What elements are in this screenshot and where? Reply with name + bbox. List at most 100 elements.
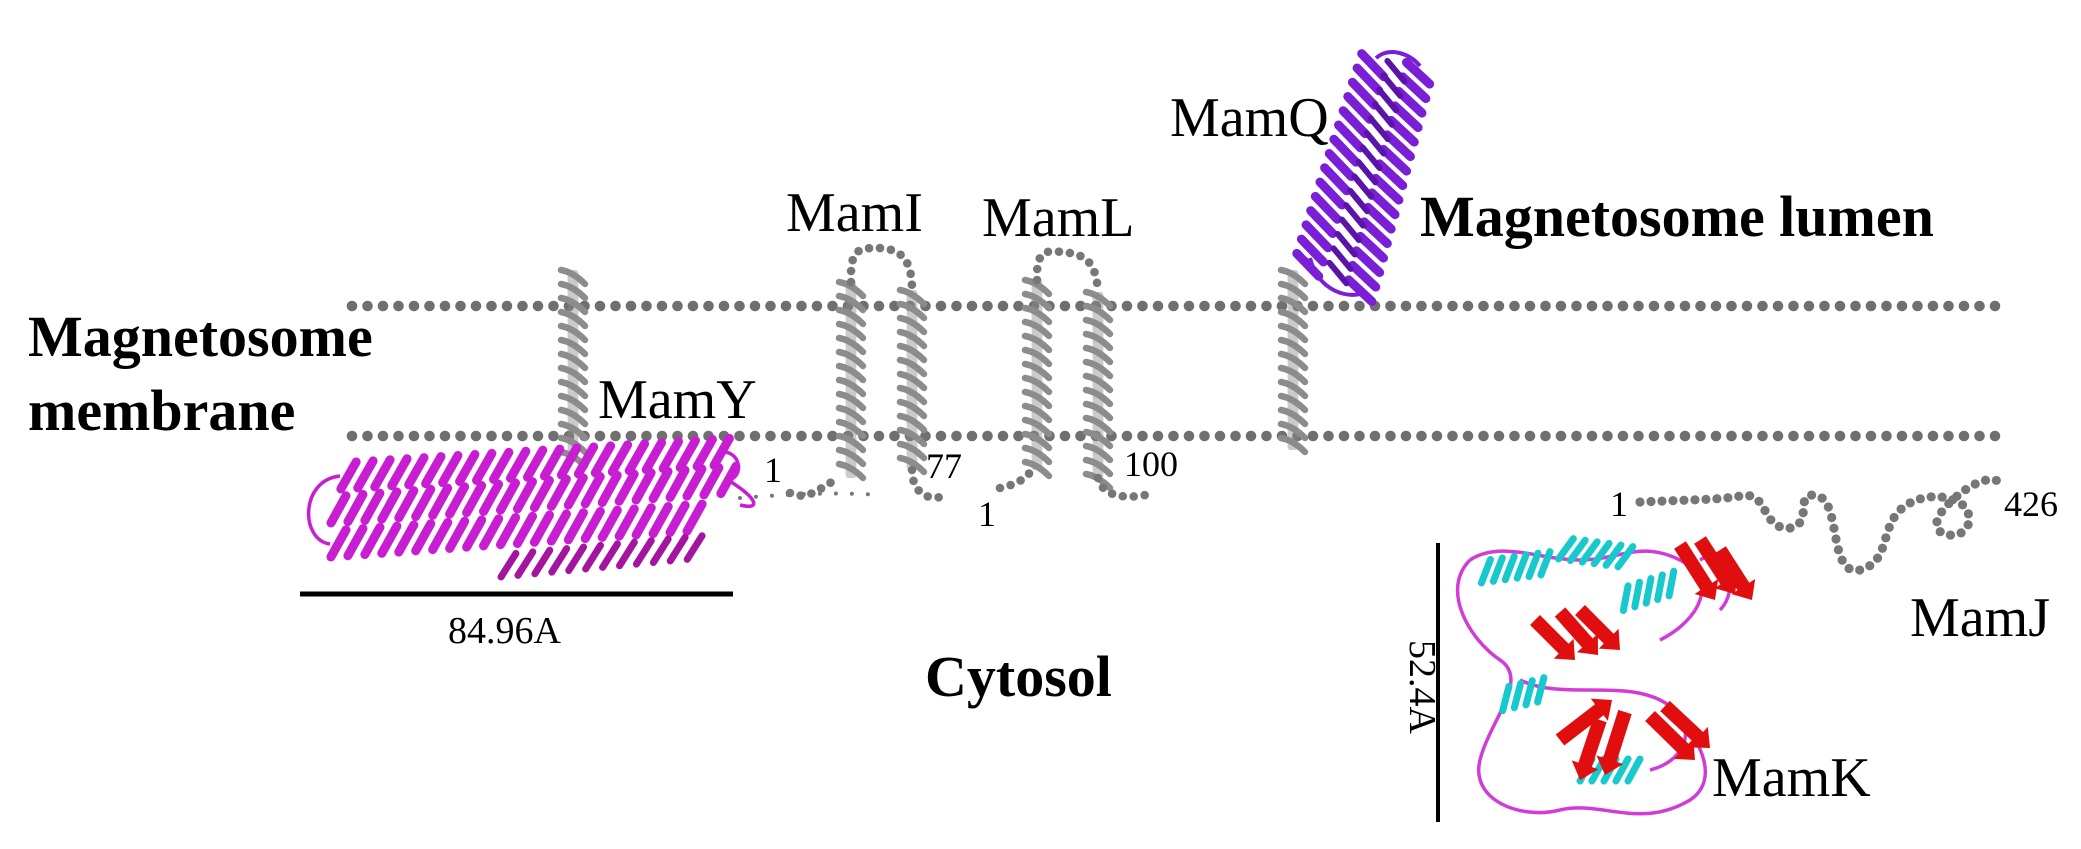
membrane-dot-upper: [765, 300, 776, 312]
membrane-dot-lower: [1695, 430, 1706, 442]
membrane-dot-upper: [1261, 300, 1272, 312]
mamj-residue: [1872, 553, 1883, 563]
mamj-residue: [1932, 517, 1942, 527]
mamy-tm-helix-turn: [557, 336, 589, 358]
mamj-residue: [1712, 494, 1722, 504]
mamy-helix: [343, 524, 368, 561]
mamj-residue: [1991, 475, 2001, 486]
membrane-dot-lower: [486, 430, 497, 442]
membrane-dot-lower: [1385, 430, 1396, 442]
membrane-dot-lower: [1137, 430, 1148, 442]
membrane-dot-upper: [1633, 300, 1644, 312]
membrane-label-line1: Magnetosome: [28, 304, 373, 369]
membrane-dot-upper: [1648, 300, 1660, 312]
membrane-dot-upper: [377, 300, 389, 312]
mamk-beta-strand: [1530, 615, 1575, 660]
mamk-helix: [1537, 548, 1554, 579]
mamy-helix: [421, 452, 446, 489]
mamj-residue: [1937, 492, 1947, 502]
maml-lumen-loop: [1084, 258, 1094, 267]
mamj-residue: [1679, 495, 1689, 505]
mamy-helix: [455, 449, 480, 486]
membrane-dot-lower: [966, 430, 978, 442]
mamj-residue: [1937, 507, 1947, 517]
membrane-dot-upper: [966, 300, 978, 312]
mamy-helix: [336, 457, 361, 494]
mamy-helix: [343, 489, 368, 527]
membrane-dot-upper: [1850, 300, 1861, 312]
mamk-helix: [1631, 578, 1644, 611]
mamy-tm-helix-turn: [557, 308, 589, 330]
mamy-helix: [631, 468, 656, 505]
membrane-dot-upper: [873, 300, 885, 312]
membrane-dot-upper: [1803, 300, 1815, 312]
mamq-helix: [1367, 115, 1391, 143]
mamj-residue: [1926, 492, 1936, 502]
mami-lumen-loop: [848, 255, 857, 265]
mamj-residue: [1823, 502, 1833, 512]
membrane-dot-lower: [1633, 430, 1644, 442]
membrane-dot-upper: [1834, 300, 1846, 312]
membrane-dot-upper: [424, 300, 435, 312]
mamj-residue: [1745, 491, 1755, 501]
mamq-helix: [1363, 130, 1387, 157]
mamj-residue: [1855, 565, 1865, 575]
membrane-dot-lower: [1772, 430, 1784, 442]
maml-helix1-turn: [1021, 290, 1053, 312]
mamy-tm-helix-turn: [557, 294, 589, 316]
membrane-dot-upper: [1447, 300, 1458, 312]
mamy-helix: [529, 475, 554, 513]
membrane-dot-lower: [1121, 430, 1133, 442]
mamj-chain: [1635, 475, 2001, 575]
membrane-dot-lower: [1183, 430, 1195, 442]
membrane-dot-upper: [610, 300, 621, 312]
scale-bars: [300, 543, 1440, 822]
membrane-dot-lower: [780, 430, 792, 442]
mamk-loop: [1469, 549, 1704, 642]
mamj-residue: [1970, 479, 1980, 489]
membrane-dot-upper: [346, 300, 358, 312]
mamy-helix: [580, 472, 605, 509]
maml-lumen-loop: [1032, 275, 1042, 285]
membrane-dot-upper: [1726, 300, 1737, 312]
maml-helix1-turn: [1021, 374, 1053, 396]
membrane-dot-upper: [1416, 300, 1427, 312]
membrane-dot-lower: [1168, 430, 1179, 442]
mamq-helix: [1359, 217, 1392, 249]
maml-lumen-loop: [1092, 278, 1102, 288]
mamj-residue: [1798, 508, 1808, 518]
membrane-dot-lower: [1865, 430, 1877, 442]
membrane-dot-upper: [439, 300, 451, 312]
membrane-dot-lower: [1230, 430, 1241, 442]
mamk-helix: [1513, 551, 1530, 582]
mamy-helix: [472, 448, 497, 485]
cytosol-label: Cytosol: [925, 644, 1112, 709]
mamq-tm-helix-turn: [1277, 322, 1309, 344]
mamy-helix: [632, 537, 655, 568]
mamk-beta-strand: [1694, 536, 1739, 594]
membrane-dot-lower: [532, 430, 544, 442]
mamk-helix: [1566, 536, 1589, 564]
mamy-loop: [719, 450, 741, 482]
mamy-helix: [665, 465, 690, 502]
mamj-residue: [1980, 475, 1991, 485]
mami-cterm-loop: [923, 492, 933, 501]
membrane-dot-lower: [1199, 430, 1210, 442]
membrane-dot-lower: [1524, 430, 1536, 442]
mamy-helix: [438, 451, 463, 488]
mamk-helix: [1510, 680, 1525, 712]
mamq-label: MamQ: [1170, 87, 1329, 149]
mamj-residue: [1865, 561, 1875, 571]
membrane-dot-lower: [641, 430, 652, 442]
mamy-helix: [360, 488, 385, 525]
maml-lumen-loop: [1065, 248, 1075, 258]
mami-helix1-turn: [835, 292, 867, 314]
mamy-helix: [616, 538, 638, 570]
mamy-helix: [666, 533, 689, 565]
membrane-dot-upper: [1540, 300, 1551, 312]
membrane-dot-upper: [1602, 300, 1613, 312]
mamy-tm-helix-turn: [557, 434, 589, 456]
mami-lumen-loop: [864, 243, 874, 253]
mami-helix1-turn: [835, 390, 867, 412]
membrane-dot-lower: [439, 430, 451, 442]
